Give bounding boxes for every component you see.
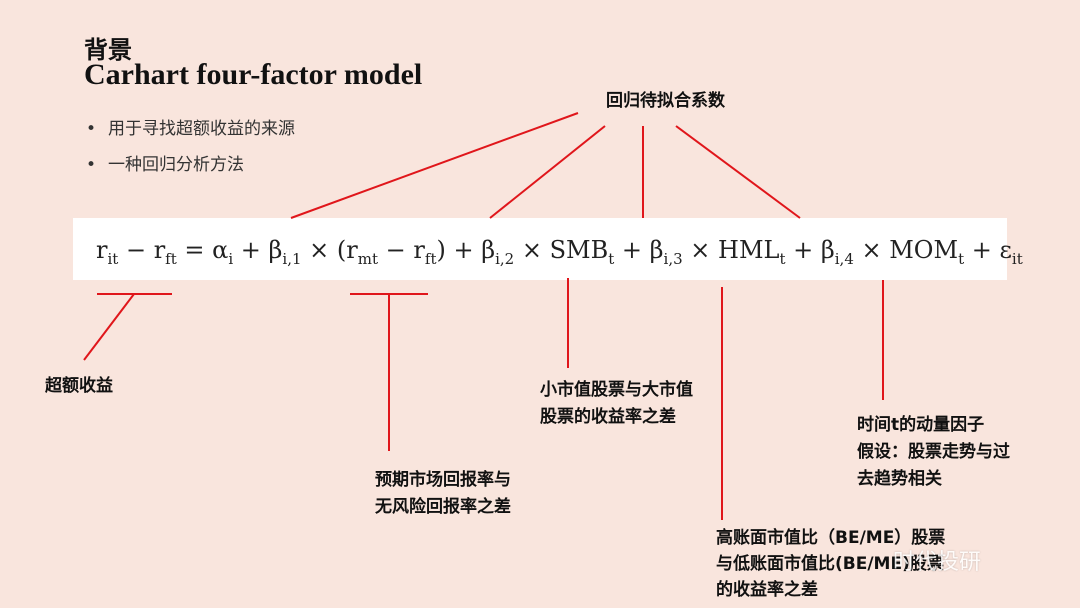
label-excess-return: 超额收益 [45,376,113,396]
formula-sub-mt: mt [357,249,379,268]
title-chinese: 背景 [84,36,132,64]
formula-sub-t: t [608,249,615,268]
formula-sub-i: i [228,249,234,268]
formula-sub-i1: i,1 [282,249,302,268]
label-hml-line3: 的收益率之差 [716,580,818,600]
formula-r: r [153,236,166,264]
formula-sub-i4: i,4 [834,249,854,268]
formula-sub-i2: i,2 [495,249,515,268]
connector-coef-beta3 [675,125,801,219]
label-hml-line2: 与低账面市值比(BE/ME)股票 [716,554,944,574]
formula-sub-t: t [779,249,786,268]
formula: rit − rft = αi + βi,1 × (rmt − rft) + βi… [96,236,1023,268]
formula-plus: + [233,236,269,264]
label-mom-line2: 假设：股票走势与过 [857,442,1010,462]
formula-epsilon: ε [999,236,1012,264]
formula-smb: SMB [549,236,609,264]
formula-alpha: α [212,236,229,264]
label-mom-line1: 时间t的动量因子 [857,415,985,435]
formula-sub-i3: i,3 [663,249,683,268]
label-mom-line3: 去趋势相关 [857,469,942,489]
formula-r: r [413,236,425,264]
formula-minus: − [378,236,414,264]
formula-rparen: ) [436,236,446,264]
formula-beta: β [481,236,496,264]
connector-coef-beta1 [489,125,606,219]
formula-plus: + [964,236,1000,264]
formula-plus: + [785,236,821,264]
formula-lparen: ( [336,236,347,264]
formula-beta: β [649,236,664,264]
formula-sub-ft: ft [424,249,437,268]
connector-coef-alpha [290,112,579,219]
label-coefficients: 回归待拟合系数 [606,91,725,111]
formula-hml: HML [718,236,780,264]
formula-times: × [301,236,337,264]
bullet-list: 用于寻找超额收益的来源 一种回归分析方法 [86,114,295,186]
label-smb-line2: 股票的收益率之差 [540,407,676,427]
formula-r: r [346,236,358,264]
bullet-item: 一种回归分析方法 [86,150,295,175]
title-english: Carhart four-factor model [84,58,423,91]
formula-sub-t: t [958,249,965,268]
label-market-premium-line2: 无风险回报率之差 [375,497,511,517]
formula-equals: = [176,236,213,264]
formula-r: r [96,236,108,264]
formula-beta: β [268,236,283,264]
formula-plus: + [614,236,650,264]
formula-minus: − [118,236,154,264]
bullet-item: 用于寻找超额收益的来源 [86,114,295,139]
formula-times: × [682,236,719,264]
label-hml-line1: 高账面市值比（BE/ME）股票 [716,528,946,548]
formula-beta: β [820,236,835,264]
formula-sub-it: it [107,249,119,268]
connector-excess [83,293,135,361]
formula-plus: + [445,236,482,264]
formula-mom: MOM [889,236,959,264]
formula-sub-it: it [1011,249,1023,268]
formula-times: × [853,236,890,264]
formula-sub-ft: ft [165,249,177,268]
watermark: 时代投研 [893,550,982,575]
formula-box [73,218,1007,280]
label-market-premium-line1: 预期市场回报率与 [375,470,511,490]
formula-times: × [514,236,550,264]
label-smb-line1: 小市值股票与大市值 [540,380,693,400]
